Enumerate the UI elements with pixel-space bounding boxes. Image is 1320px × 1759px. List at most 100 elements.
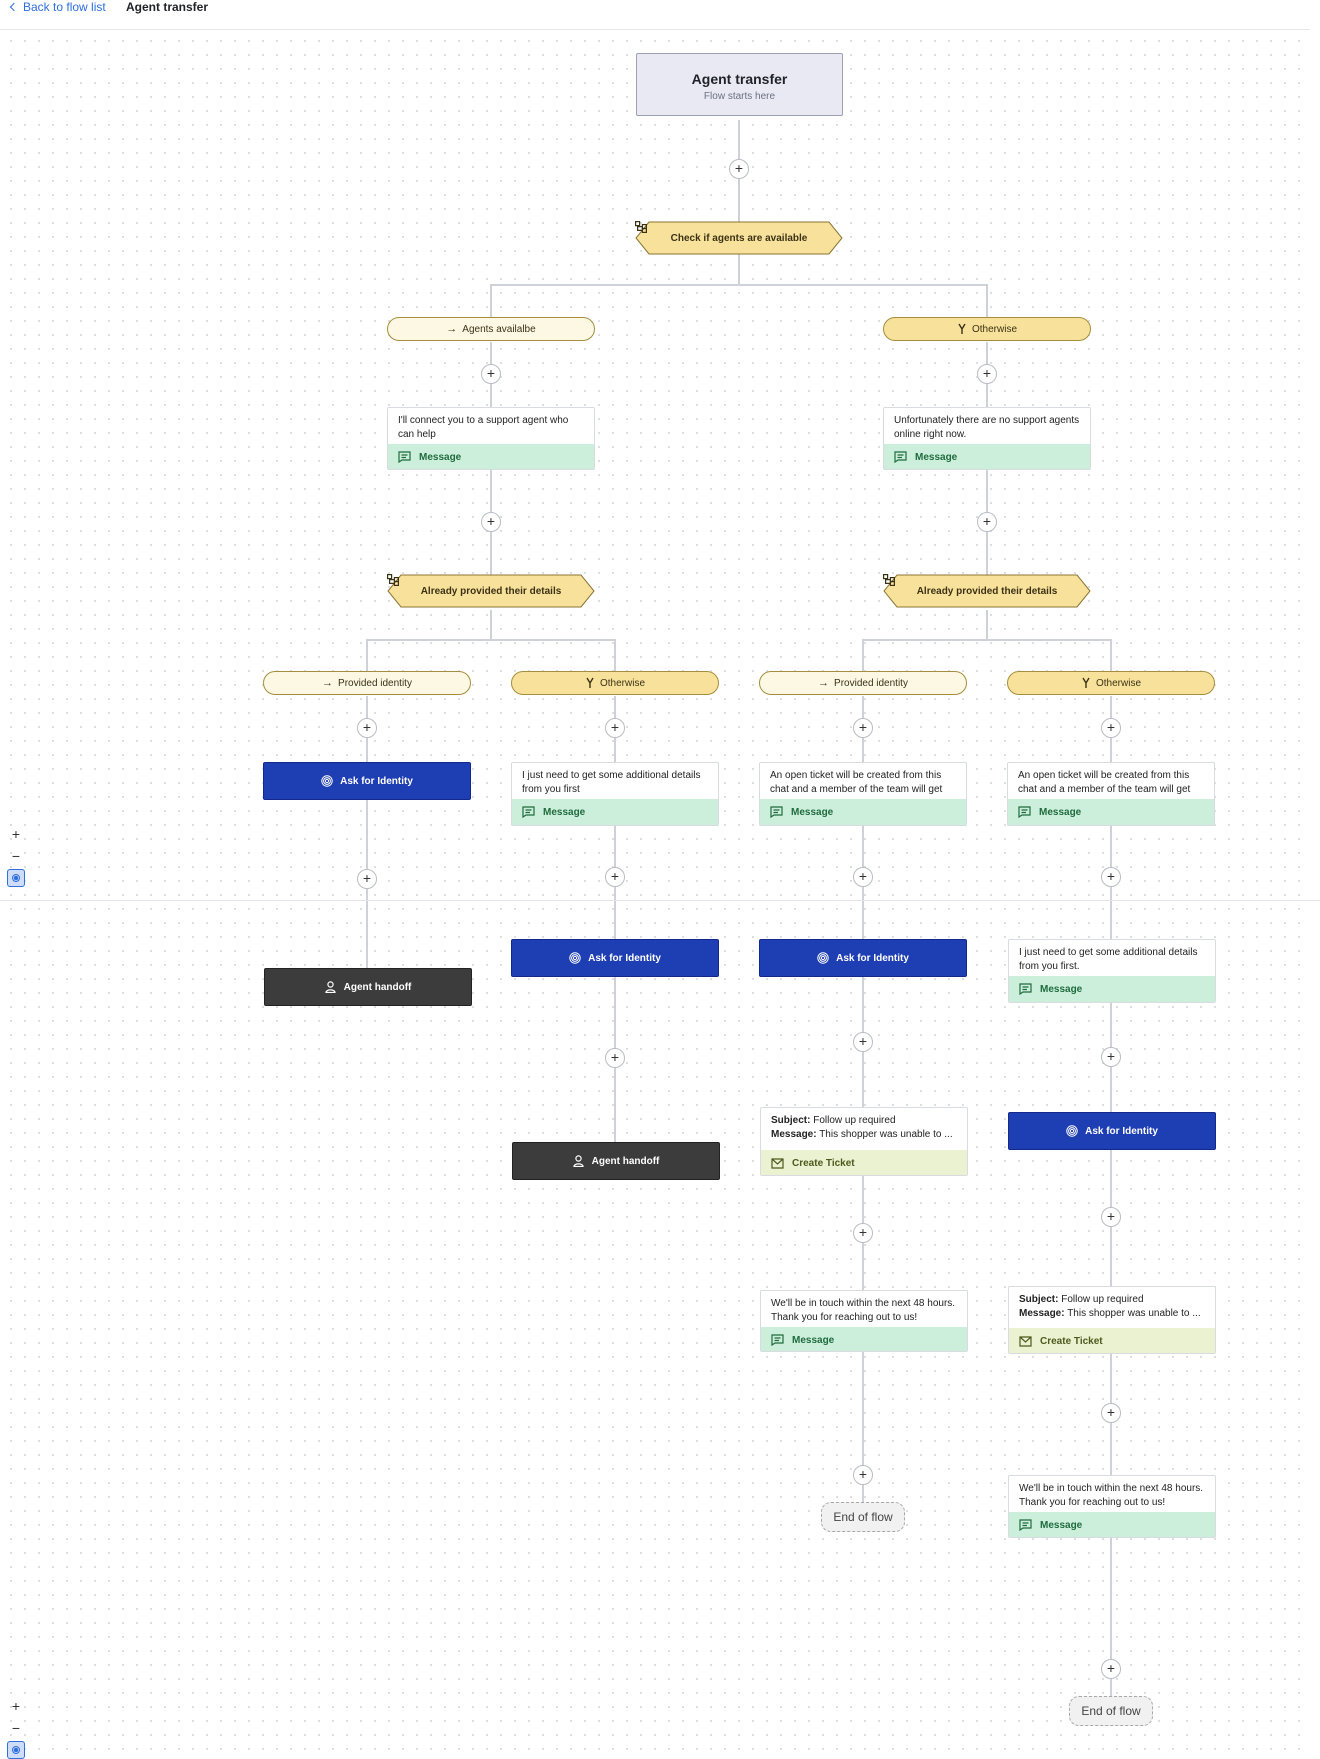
add-step-button[interactable]: +: [605, 1048, 625, 1068]
branch-label: Agents availalbe: [462, 323, 536, 335]
zoom-in-button[interactable]: +: [11, 1698, 21, 1714]
chat-bubble-icon: [770, 806, 783, 818]
add-step-button[interactable]: +: [481, 364, 501, 384]
message-type-label: Message: [915, 451, 958, 463]
message-text: I just need to get some additional detai…: [1019, 947, 1198, 972]
ticket-type-label: Create Ticket: [1040, 1335, 1103, 1347]
add-step-button[interactable]: +: [977, 512, 997, 532]
ticket-subject-label: Subject:: [771, 1115, 811, 1126]
message-node[interactable]: Unfortunately there are no support agent…: [883, 407, 1091, 470]
message-node[interactable]: I just need to get some additional detai…: [1008, 939, 1216, 1003]
fit-view-button[interactable]: [7, 869, 25, 887]
message-type-label: Message: [419, 451, 462, 463]
add-step-button[interactable]: +: [1101, 1403, 1121, 1423]
back-link-label: Back to flow list: [23, 0, 106, 14]
add-step-button[interactable]: +: [605, 718, 625, 738]
chat-bubble-icon: [1019, 983, 1032, 995]
message-node[interactable]: I'll connect you to a support agent who …: [387, 407, 595, 470]
chat-bubble-icon: [1019, 1519, 1032, 1531]
branch-provided-identity[interactable]: →Provided identity: [759, 671, 967, 695]
create-ticket-node[interactable]: Subject: Follow up required Message: Thi…: [760, 1107, 968, 1176]
ticket-message-label: Message:: [1019, 1308, 1065, 1319]
start-title: Agent transfer: [691, 71, 788, 87]
add-step-button[interactable]: +: [1101, 1659, 1121, 1679]
ask-label: Ask for Identity: [1085, 1125, 1158, 1137]
fork-icon: [958, 323, 966, 334]
arrow-right-icon: →: [322, 677, 334, 689]
condition-node[interactable]: Check if agents are available: [635, 221, 843, 255]
add-step-button[interactable]: +: [729, 159, 749, 179]
back-to-flow-list-link[interactable]: Back to flow list: [9, 0, 106, 14]
zoom-out-button[interactable]: −: [11, 848, 21, 864]
condition-node[interactable]: Already provided their details: [387, 574, 595, 608]
branch-label: Otherwise: [971, 323, 1017, 335]
ticket-message: This shopper was unable to ...: [819, 1129, 953, 1140]
zoom-in-button[interactable]: +: [11, 826, 21, 842]
target-icon: [12, 874, 20, 882]
handoff-label: Agent handoff: [591, 1155, 660, 1167]
condition-shape: [387, 574, 595, 608]
canvas-divider: [0, 900, 1320, 901]
end-of-flow-node: End of flow: [821, 1502, 905, 1532]
ask-for-identity-node[interactable]: Ask for Identity: [759, 939, 967, 977]
person-icon: [573, 1155, 584, 1167]
message-type-label: Message: [543, 806, 586, 818]
add-step-button[interactable]: +: [1101, 867, 1121, 887]
agent-handoff-node[interactable]: Agent handoff: [512, 1142, 720, 1180]
ask-label: Ask for Identity: [588, 952, 661, 964]
add-step-button[interactable]: +: [481, 512, 501, 532]
flow-start-node[interactable]: Agent transfer Flow starts here: [636, 53, 843, 116]
condition-shape: [883, 574, 1091, 608]
add-step-button[interactable]: +: [357, 869, 377, 889]
add-step-button[interactable]: +: [1101, 1047, 1121, 1067]
message-node[interactable]: We'll be in touch within the next 48 hou…: [1008, 1475, 1216, 1538]
add-step-button[interactable]: +: [853, 1032, 873, 1052]
branch-label: Provided identity: [834, 677, 908, 689]
ask-for-identity-node[interactable]: Ask for Identity: [511, 939, 719, 977]
message-node[interactable]: An open ticket will be created from this…: [1007, 762, 1215, 826]
fingerprint-icon: [569, 952, 581, 964]
add-step-button[interactable]: +: [1101, 718, 1121, 738]
branch-provided-identity[interactable]: → Provided identity: [263, 671, 471, 695]
message-type-label: Message: [1039, 806, 1082, 818]
fingerprint-icon: [1066, 1125, 1078, 1137]
add-step-button[interactable]: +: [605, 867, 625, 887]
branch-label: Provided identity: [338, 677, 412, 689]
ticket-message-label: Message:: [771, 1129, 817, 1140]
branch-otherwise[interactable]: Otherwise: [1007, 671, 1215, 695]
zoom-out-button[interactable]: −: [11, 1720, 21, 1736]
flow-canvas[interactable]: [0, 30, 1310, 1750]
message-node[interactable]: We'll be in touch within the next 48 hou…: [760, 1290, 968, 1352]
top-bar: Back to flow list Agent transfer: [0, 0, 1310, 30]
add-step-button[interactable]: +: [357, 718, 377, 738]
message-type-label: Message: [1040, 983, 1083, 995]
branch-tree-icon: [387, 574, 399, 586]
add-step-button[interactable]: +: [1101, 1207, 1121, 1227]
branch-otherwise[interactable]: Otherwise: [511, 671, 719, 695]
message-node[interactable]: I just need to get some additional detai…: [511, 762, 719, 826]
create-ticket-node[interactable]: Subject: Follow up required Message: Thi…: [1008, 1286, 1216, 1354]
fork-icon: [586, 677, 594, 688]
add-step-button[interactable]: +: [853, 867, 873, 887]
message-text: I'll connect you to a support agent who …: [398, 415, 569, 440]
chat-bubble-icon: [522, 806, 535, 818]
message-node[interactable]: An open ticket will be created from this…: [759, 762, 967, 826]
message-text: I just need to get some additional detai…: [522, 770, 701, 795]
agent-handoff-node[interactable]: Agent handoff: [264, 968, 472, 1006]
ask-for-identity-node[interactable]: Ask for Identity: [1008, 1112, 1216, 1150]
add-step-button[interactable]: +: [977, 364, 997, 384]
message-text: An open ticket will be created from this…: [770, 770, 943, 795]
message-type-label: Message: [792, 1334, 835, 1346]
zoom-controls: + −: [7, 825, 25, 887]
chevron-left-icon: [9, 2, 19, 12]
add-step-button[interactable]: +: [853, 1465, 873, 1485]
ask-for-identity-node[interactable]: Ask for Identity: [263, 762, 471, 800]
fit-view-button[interactable]: [7, 1741, 25, 1759]
condition-label: Already provided their details: [916, 585, 1058, 597]
add-step-button[interactable]: +: [853, 718, 873, 738]
branch-label: Otherwise: [599, 677, 645, 689]
condition-node[interactable]: Already provided their details: [883, 574, 1091, 608]
branch-agents-available[interactable]: →Agents availalbe: [387, 317, 595, 341]
branch-otherwise[interactable]: Otherwise: [883, 317, 1091, 341]
add-step-button[interactable]: +: [853, 1223, 873, 1243]
